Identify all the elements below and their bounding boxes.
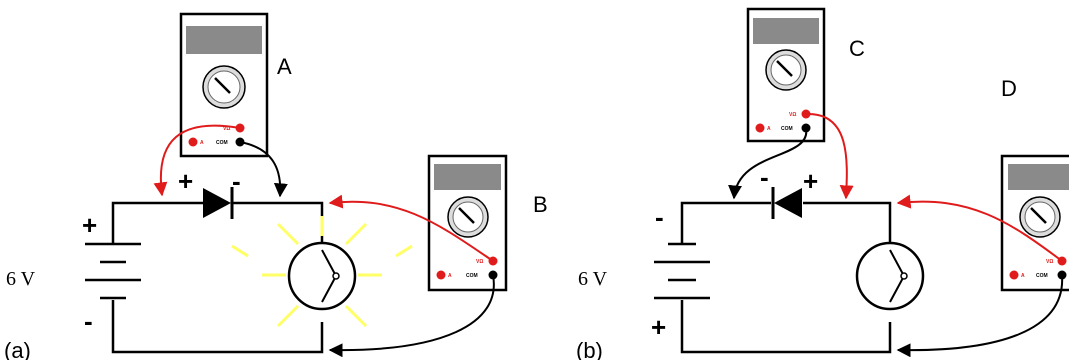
jack-com-label-a: COM <box>216 140 228 146</box>
meter-display-c <box>753 18 819 44</box>
diode-a <box>203 187 234 219</box>
diode-left-sign-a: + <box>178 166 193 196</box>
probe-black-d <box>896 274 1064 358</box>
caption-a: (a) <box>4 338 31 360</box>
probe-red-d <box>896 194 1063 262</box>
circuit-wires-b <box>680 201 892 354</box>
jack-com-label-c: COM <box>781 126 793 132</box>
jack-com-c <box>801 123 811 133</box>
probe-black-c <box>728 127 808 200</box>
diode-right-sign-b: + <box>803 166 818 196</box>
probe-black-a <box>239 141 288 198</box>
voltage-label-b: 6 V <box>578 268 608 290</box>
jack-v-label-c: VΩ <box>789 112 796 118</box>
jack-a-label-a: A <box>200 140 204 146</box>
jack-a-label-d: A <box>1021 273 1025 279</box>
voltage-label-a: 6 V <box>6 268 36 290</box>
meter-display-a <box>186 26 262 54</box>
jack-com-label-d: COM <box>1036 273 1048 279</box>
jack-v-a <box>235 123 245 133</box>
multimeter-a: VΩ A COM <box>179 12 269 158</box>
battery-bottom-sign-a: - <box>84 306 93 336</box>
meter-letter-c: C <box>849 36 865 61</box>
panel-a: + - 6 V (a) + - <box>4 12 548 360</box>
multimeter-d: VΩ A COM <box>1000 154 1069 292</box>
meter-letter-b: B <box>533 192 548 217</box>
lamp-b <box>855 241 925 311</box>
jack-com-label-b: COM <box>466 273 478 279</box>
jack-a-a <box>188 137 198 147</box>
diode-right-sign-a: - <box>232 166 241 196</box>
jack-v-label-d: VΩ <box>1046 259 1053 265</box>
battery-bottom-sign-b: + <box>651 312 666 342</box>
multimeter-b: VΩ A COM <box>427 154 508 292</box>
jack-a-label-b: A <box>448 273 452 279</box>
probe-red-c <box>805 112 854 200</box>
diode-b <box>771 187 802 219</box>
battery-b <box>654 242 710 300</box>
multimeter-c: VΩ A COM <box>746 7 826 143</box>
jack-a-b <box>436 270 446 280</box>
probe-red-a <box>153 124 241 197</box>
meter-display-d <box>1008 164 1069 190</box>
battery-a <box>85 242 141 300</box>
diode-left-sign-b: - <box>760 162 769 192</box>
jack-a-c <box>755 123 765 133</box>
lamp-a <box>287 241 357 311</box>
battery-top-sign-b: - <box>655 202 664 232</box>
jack-a-label-c: A <box>767 126 771 132</box>
probe-red-b <box>328 194 494 262</box>
battery-top-sign-a: + <box>82 210 97 240</box>
panel-b: - + 6 V (b) - + VΩ A COM C <box>576 7 1069 360</box>
meter-letter-a: A <box>277 54 292 79</box>
jack-v-label-b: VΩ <box>476 259 483 265</box>
jack-a-d <box>1009 270 1019 280</box>
lamp-glow-a <box>231 216 413 328</box>
jack-v-label-a: VΩ <box>223 126 230 132</box>
caption-b: (b) <box>576 338 603 360</box>
meter-display-b <box>434 164 501 190</box>
meter-letter-d: D <box>1001 76 1017 101</box>
probe-black-b <box>328 274 495 358</box>
